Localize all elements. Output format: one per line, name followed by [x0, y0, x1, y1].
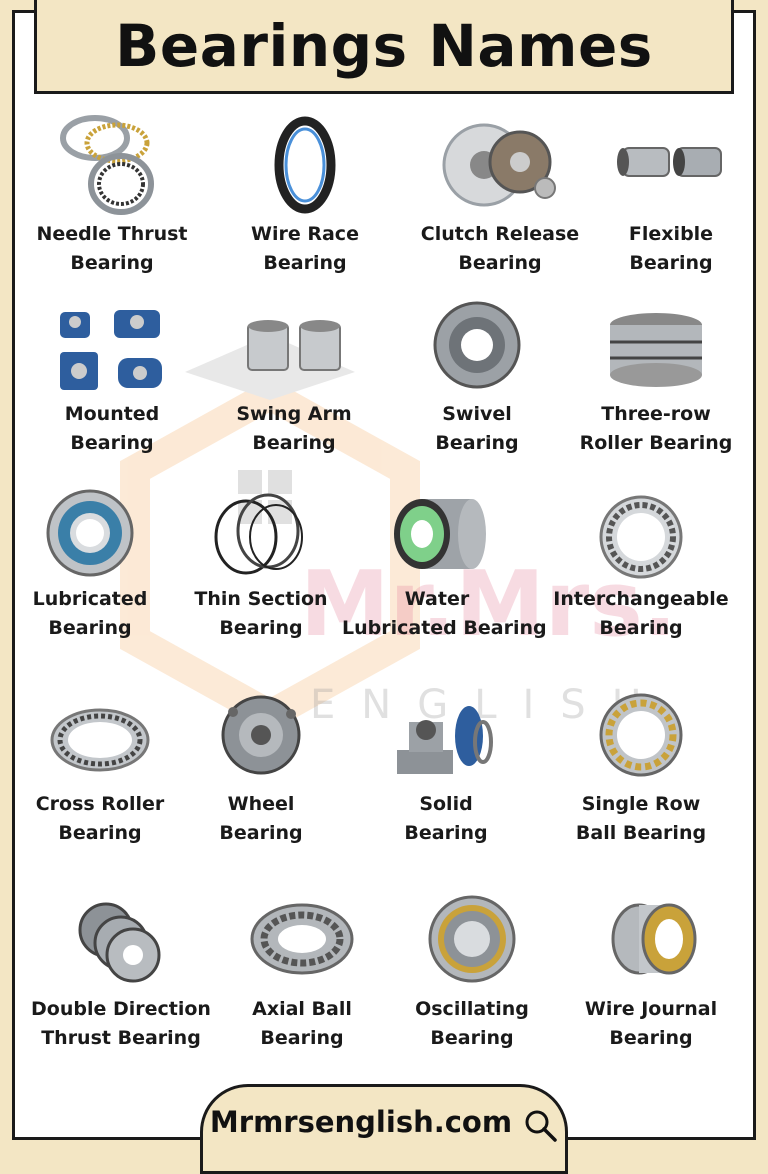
bearing-card: Double Direction Thrust Bearing [26, 895, 216, 1053]
bearing-name: Needle Thrust [36, 223, 188, 245]
mounted-bearing-image [60, 310, 162, 390]
bearing-card: Three-row Roller Bearing [561, 300, 751, 458]
interchangeable-bearing-image [599, 495, 683, 579]
bearing-name: Bearing [404, 822, 488, 844]
bearing-name: Single Row [581, 793, 701, 815]
bearing-name: Three-row [601, 403, 711, 425]
bearing-name: Bearing [458, 252, 542, 274]
bearing-name: Bearing [263, 252, 347, 274]
bearing-name: Axial Ball [252, 998, 352, 1020]
bearing-card: Wire Journal Bearing [556, 895, 746, 1053]
bearing-card: Axial Ball Bearing [207, 895, 397, 1053]
bearing-card: Flexible Bearing [576, 110, 766, 278]
bearing-name: Swing Arm [236, 403, 352, 425]
bearing-name: Bearing [260, 1027, 344, 1049]
bearing-name: Thrust Bearing [41, 1027, 201, 1049]
page-title: Bearings Names [115, 11, 653, 80]
footer-banner: Mrmrsenglish.com [200, 1084, 568, 1174]
bearing-card: Needle Thrust Bearing [17, 110, 207, 278]
double-direction-thrust-bearing-image [78, 902, 161, 983]
bearing-name: Thin Section [194, 588, 328, 610]
clutch-release-bearing-image [442, 123, 556, 207]
search-icon[interactable] [524, 1109, 558, 1143]
lubricated-bearing-image [46, 489, 134, 577]
bearing-name: Flexible [628, 223, 714, 245]
bearing-card: Lubricated Bearing [0, 485, 185, 643]
cross-roller-bearing-image [50, 708, 150, 772]
bearing-card: Solid Bearing [351, 690, 541, 848]
bearing-card: Interchangeable Bearing [546, 485, 736, 643]
bearing-card: Wheel Bearing [166, 690, 356, 848]
bearing-name: Bearing [252, 432, 336, 454]
bearing-name: Bearing [629, 252, 713, 274]
swing-arm-bearing-image [247, 320, 341, 371]
bearing-card: Wire Race Bearing [210, 110, 400, 278]
bearing-name: Lubricated [32, 588, 148, 610]
title-banner: Bearings Names [34, 0, 734, 94]
bearing-card: Thin Section Bearing [166, 485, 356, 643]
swivel-bearing-image [433, 301, 521, 389]
bearing-name: Solid [419, 793, 473, 815]
bearing-name: Lubricated Bearing [342, 617, 547, 639]
bearing-name: Bearing [430, 1027, 514, 1049]
bearing-name: Swivel [442, 403, 512, 425]
wire-journal-bearing-image [611, 903, 697, 975]
solid-bearing-image [397, 706, 493, 774]
bearing-card: Swivel Bearing [382, 300, 572, 458]
bearing-name: Interchangeable [553, 588, 729, 610]
bearing-name: Wheel [227, 793, 295, 815]
bearing-name: Clutch Release [420, 223, 580, 245]
bearing-name: Bearing [599, 617, 683, 639]
bearing-name: Bearing [435, 432, 519, 454]
bearing-name: Oscillating [415, 998, 529, 1020]
wheel-bearing-image [221, 695, 301, 775]
wire-race-bearing-image [274, 116, 336, 214]
bearing-name: Ball Bearing [575, 822, 707, 844]
bearing-name: Bearing [58, 822, 142, 844]
bearing-name: Bearing [70, 252, 154, 274]
bearing-name: Bearing [70, 432, 154, 454]
bearing-card: Oscillating Bearing [377, 895, 567, 1053]
bearing-card: Swing Arm Bearing [199, 300, 389, 458]
needle-thrust-bearing-image [60, 115, 154, 215]
bearing-card: Clutch Release Bearing [405, 110, 595, 278]
site-url[interactable]: Mrmrsenglish.com [209, 1105, 513, 1139]
single-row-ball-bearing-image [599, 693, 683, 777]
bearing-card: Single Row Ball Bearing [546, 690, 736, 848]
bearing-name: Wire Race [251, 223, 359, 245]
bearing-name: Roller Bearing [579, 432, 733, 454]
bearing-card: Mounted Bearing [17, 300, 207, 458]
bearing-name: Water [404, 588, 470, 610]
axial-ball-bearing-image [250, 903, 354, 975]
oscillating-bearing-image [428, 895, 516, 983]
bearing-name: Bearing [609, 1027, 693, 1049]
bearing-name: Wire Journal [584, 998, 718, 1020]
flexible-bearing-image [617, 147, 722, 177]
three-row-roller-bearing-image [610, 313, 702, 387]
bearing-name: Cross Roller [35, 793, 165, 815]
bearing-name: Double Direction [31, 998, 211, 1020]
bearing-card: Water Lubricated Bearing [342, 485, 547, 643]
bearing-name: Bearing [219, 822, 303, 844]
water-lubricated-bearing-image [394, 499, 486, 569]
bearing-name: Bearing [48, 617, 132, 639]
thin-section-bearing-image [214, 493, 303, 575]
bearing-card: Cross Roller Bearing [5, 690, 195, 848]
bearing-name: Bearing [219, 617, 303, 639]
bearing-name: Mounted [64, 403, 160, 425]
